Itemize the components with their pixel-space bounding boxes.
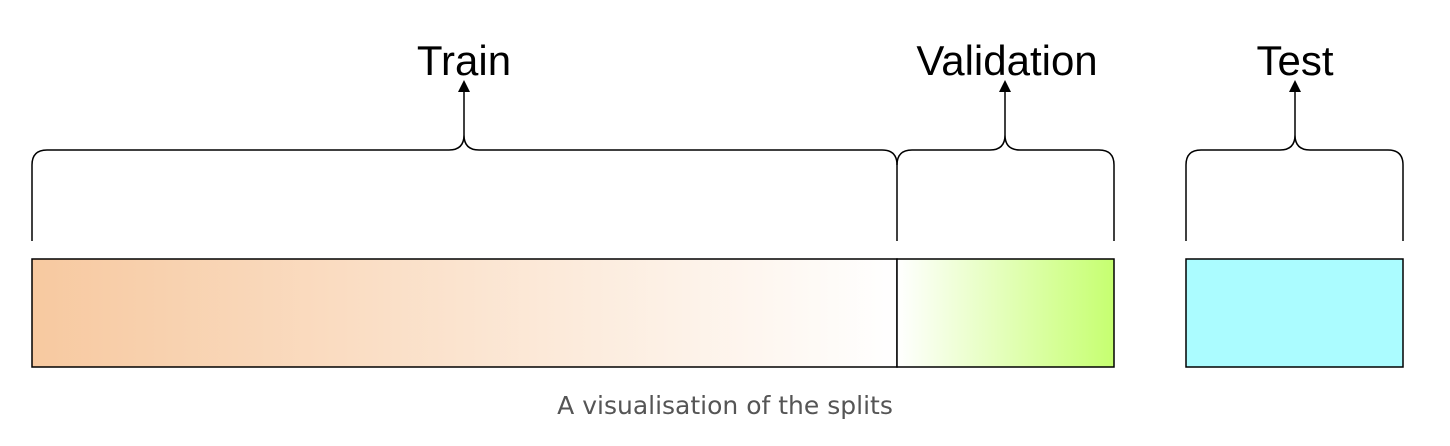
test-brace: [1185, 84, 1404, 241]
test-label: Test: [1256, 37, 1333, 84]
train-bar: [31, 258, 898, 368]
test-arrow-icon: [1289, 80, 1301, 92]
train-arrow-icon: [458, 80, 470, 92]
validation-arrow-icon: [999, 80, 1011, 92]
test-bar: [1185, 258, 1404, 368]
validation-label: Validation: [916, 37, 1097, 84]
validation-bar: [896, 258, 1115, 368]
train-brace: [31, 84, 898, 241]
train-label: Train: [417, 37, 511, 84]
validation-split: Validation: [896, 37, 1115, 368]
train-split: Train: [31, 37, 898, 368]
validation-brace: [896, 84, 1115, 241]
figure-caption: A visualisation of the splits: [557, 391, 893, 420]
test-split: Test: [1185, 37, 1404, 368]
